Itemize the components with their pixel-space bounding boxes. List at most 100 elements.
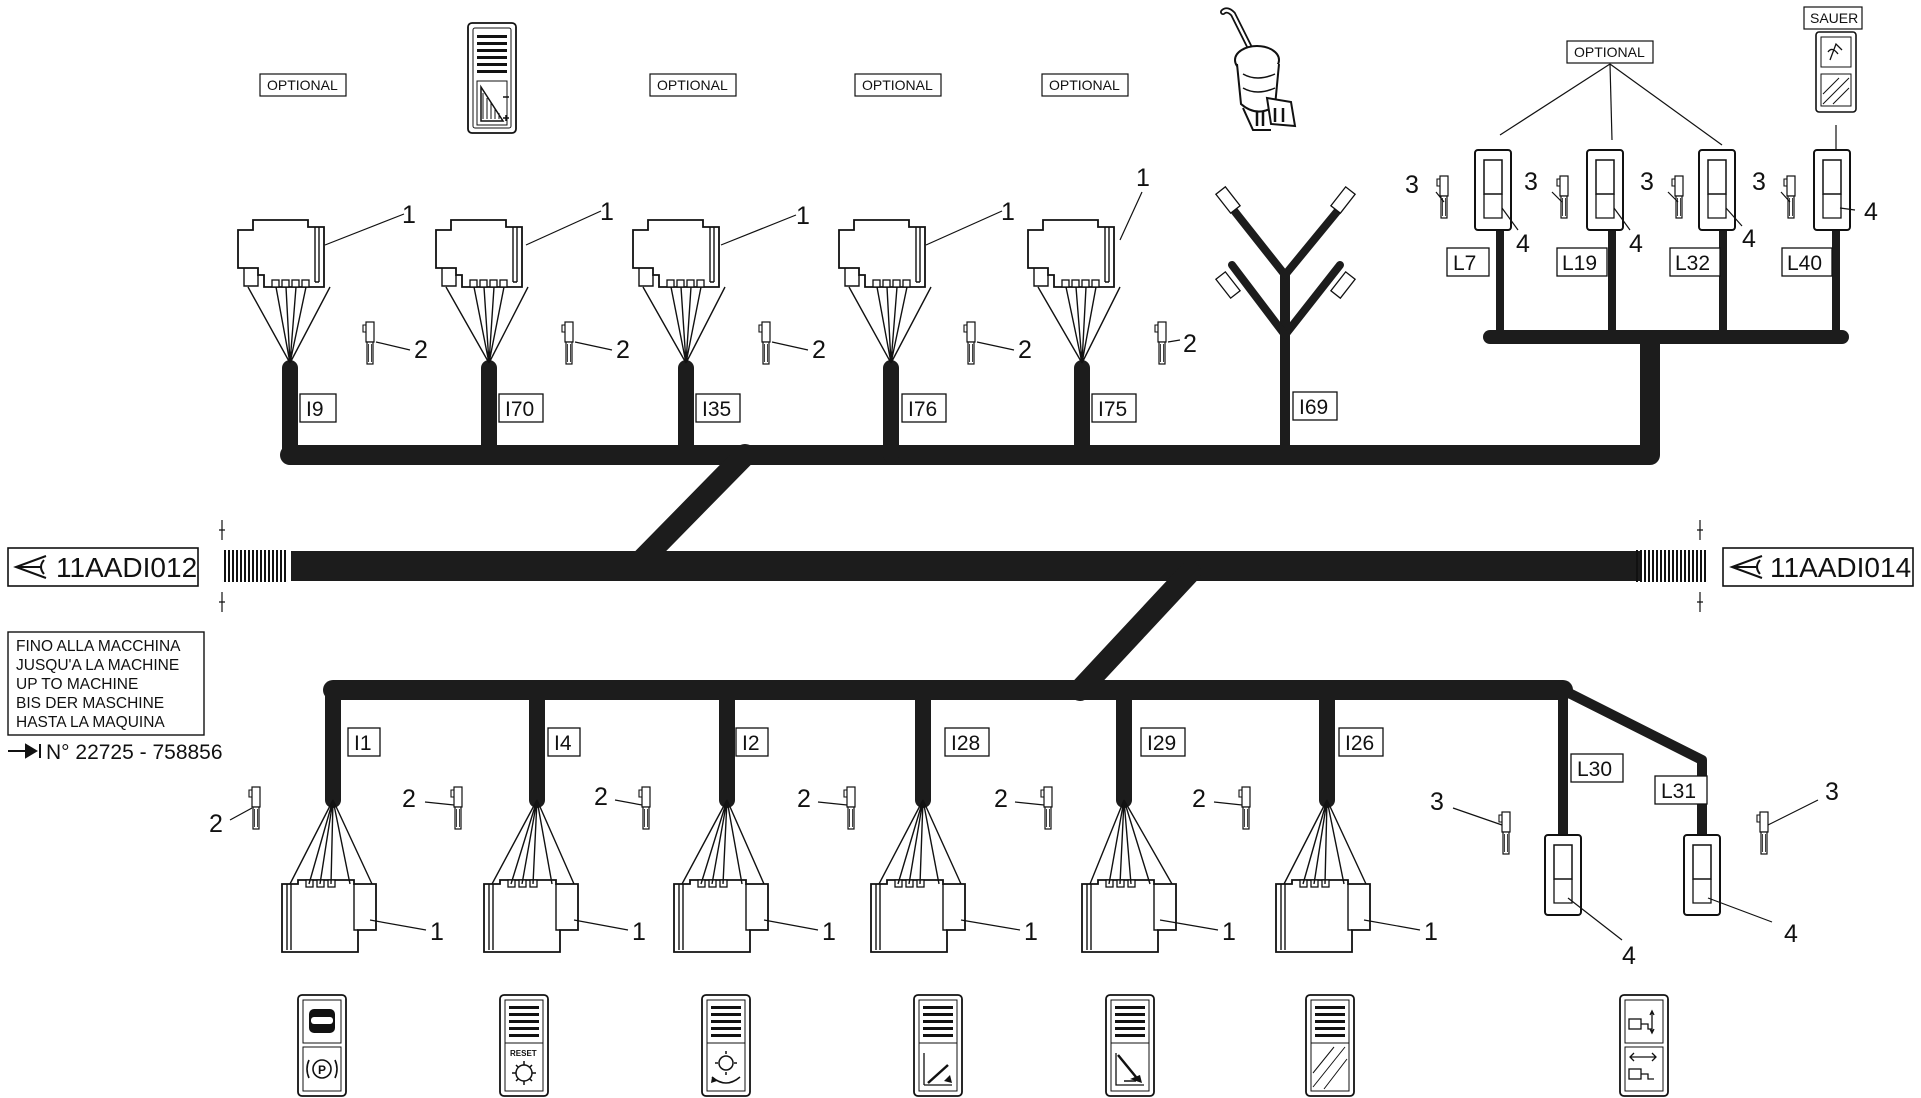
label-i29: I29 bbox=[1140, 727, 1186, 757]
label-l32: L32 bbox=[1669, 247, 1721, 277]
optional-tag: OPTIONAL bbox=[1566, 40, 1654, 64]
top-pins bbox=[362, 321, 1181, 365]
part-number-4: 4 bbox=[1629, 230, 1643, 258]
svg-text:I75: I75 bbox=[1098, 398, 1127, 421]
svg-text:N° 22725 - 758856: N° 22725 - 758856 bbox=[46, 741, 223, 764]
svg-text:I69: I69 bbox=[1299, 396, 1328, 419]
bottom-pins bbox=[229, 786, 1819, 855]
label-i75: I75 bbox=[1091, 393, 1137, 423]
svg-text:I28: I28 bbox=[951, 732, 980, 755]
connector-labels-bottom: I1 I4 I2 I28 I29 I26 bbox=[347, 727, 1384, 757]
part-number-2: 2 bbox=[594, 783, 608, 811]
part-number-2: 2 bbox=[797, 785, 811, 813]
label-i9: I9 bbox=[299, 393, 337, 423]
optional-tag: OPTIONAL bbox=[259, 73, 347, 97]
part-number-4: 4 bbox=[1864, 198, 1878, 226]
part-number-3: 3 bbox=[1752, 168, 1766, 196]
part-number-1: 1 bbox=[1001, 198, 1015, 226]
reference-right: 11AADI014 bbox=[1722, 547, 1914, 587]
joystick-icon bbox=[1220, 7, 1297, 131]
top-connectors bbox=[237, 185, 1357, 364]
reference-left: 11AADI012 bbox=[7, 547, 199, 587]
sauer-tag: SAUER bbox=[1803, 6, 1863, 30]
svg-text:OPTIONAL: OPTIONAL bbox=[657, 77, 728, 93]
eye-view-icon bbox=[13, 555, 47, 579]
svg-text:11AADI012: 11AADI012 bbox=[56, 552, 197, 583]
svg-text:I4: I4 bbox=[554, 732, 572, 755]
part-number-4: 4 bbox=[1742, 225, 1756, 253]
label-i4: I4 bbox=[547, 727, 581, 757]
svg-text:OPTIONAL: OPTIONAL bbox=[267, 77, 338, 93]
label-i76: I76 bbox=[901, 393, 947, 423]
label-l19: L19 bbox=[1556, 247, 1608, 277]
label-i1: I1 bbox=[347, 727, 381, 757]
optional-tag: OPTIONAL bbox=[1041, 73, 1129, 97]
top-right-plugs bbox=[1435, 63, 1856, 231]
svg-text:UP TO MACHINE: UP TO MACHINE bbox=[16, 676, 138, 693]
svg-text:11AADI014: 11AADI014 bbox=[1770, 552, 1911, 583]
part-number-2: 2 bbox=[1192, 785, 1206, 813]
arrow-right-icon bbox=[8, 743, 41, 759]
bottom-right-plugs bbox=[1544, 834, 1773, 941]
svg-text:JUSQU'A LA MACHINE: JUSQU'A LA MACHINE bbox=[16, 657, 179, 674]
part-number-4: 4 bbox=[1516, 230, 1530, 258]
svg-text:HASTA LA MAQUINA: HASTA LA MAQUINA bbox=[16, 714, 165, 731]
svg-text:OPTIONAL: OPTIONAL bbox=[1049, 77, 1120, 93]
part-number-2: 2 bbox=[414, 336, 428, 364]
part-number-1: 1 bbox=[632, 918, 646, 946]
part-number-3: 3 bbox=[1524, 168, 1538, 196]
label-i70: I70 bbox=[498, 393, 544, 423]
part-number-3: 3 bbox=[1825, 778, 1839, 806]
label-i28: I28 bbox=[944, 727, 990, 757]
svg-text:P: P bbox=[318, 1063, 326, 1077]
label-i69: I69 bbox=[1292, 391, 1338, 421]
svg-text:L40: L40 bbox=[1787, 252, 1822, 275]
part-number-3: 3 bbox=[1430, 788, 1444, 816]
optional-tag: OPTIONAL bbox=[854, 73, 942, 97]
part-number-1: 1 bbox=[1136, 164, 1150, 192]
svg-text:OPTIONAL: OPTIONAL bbox=[862, 77, 933, 93]
rocker-switch-parking-brake-icon: P bbox=[297, 994, 347, 1097]
part-number-4: 4 bbox=[1622, 942, 1636, 970]
corrugated-sleeves bbox=[219, 520, 1706, 612]
part-number-2: 2 bbox=[209, 810, 223, 838]
connector-labels-top-right: L7 L19 L32 L40 bbox=[1446, 247, 1833, 277]
svg-text:BIS DER MASCHINE: BIS DER MASCHINE bbox=[16, 695, 164, 712]
machine-note: FINO ALLA MACCHINA JUSQU'A LA MACHINE UP… bbox=[7, 631, 223, 764]
part-number-1: 1 bbox=[600, 198, 614, 226]
svg-text:I1: I1 bbox=[354, 732, 372, 755]
svg-text:L31: L31 bbox=[1661, 780, 1696, 803]
part-number-3: 3 bbox=[1405, 171, 1419, 199]
svg-text:L32: L32 bbox=[1675, 252, 1710, 275]
svg-text:I70: I70 bbox=[505, 398, 534, 421]
rocker-switch-rotation-icon bbox=[701, 994, 751, 1097]
connector-labels-top: I9 I70 I35 I76 I75 I69 bbox=[299, 391, 1338, 423]
svg-text:I35: I35 bbox=[702, 398, 731, 421]
part-number-1: 1 bbox=[430, 918, 444, 946]
svg-text:I29: I29 bbox=[1147, 732, 1176, 755]
rocker-switch-hatched-icon bbox=[1305, 994, 1355, 1097]
svg-text:RESET: RESET bbox=[510, 1049, 537, 1058]
part-number-3: 3 bbox=[1640, 168, 1654, 196]
svg-text:L19: L19 bbox=[1562, 252, 1597, 275]
part-number-2: 2 bbox=[1183, 330, 1197, 358]
part-number-2: 2 bbox=[616, 336, 630, 364]
part-number-1: 1 bbox=[1424, 918, 1438, 946]
rocker-switch-lever-icon bbox=[913, 994, 963, 1097]
part-number-2: 2 bbox=[812, 336, 826, 364]
optional-tag: OPTIONAL bbox=[649, 73, 737, 97]
rocker-switch-reset-icon: RESET bbox=[499, 994, 549, 1097]
sauer-switch-icon bbox=[1815, 31, 1857, 113]
connector-labels-bottom-right: L30 L31 bbox=[1570, 753, 1708, 805]
svg-text:I2: I2 bbox=[742, 732, 760, 755]
label-l30: L30 bbox=[1570, 753, 1624, 783]
part-number-1: 1 bbox=[1024, 918, 1038, 946]
svg-text:FINO ALLA MACCHINA: FINO ALLA MACCHINA bbox=[16, 638, 181, 655]
eye-view-icon bbox=[1729, 555, 1763, 579]
svg-text:SAUER: SAUER bbox=[1810, 10, 1858, 26]
part-number-1: 1 bbox=[796, 202, 810, 230]
optional-tags: OPTIONAL OPTIONAL OPTIONAL OPTIONAL OPTI… bbox=[259, 6, 1863, 97]
svg-text:I9: I9 bbox=[306, 398, 324, 421]
label-l31: L31 bbox=[1654, 775, 1708, 805]
